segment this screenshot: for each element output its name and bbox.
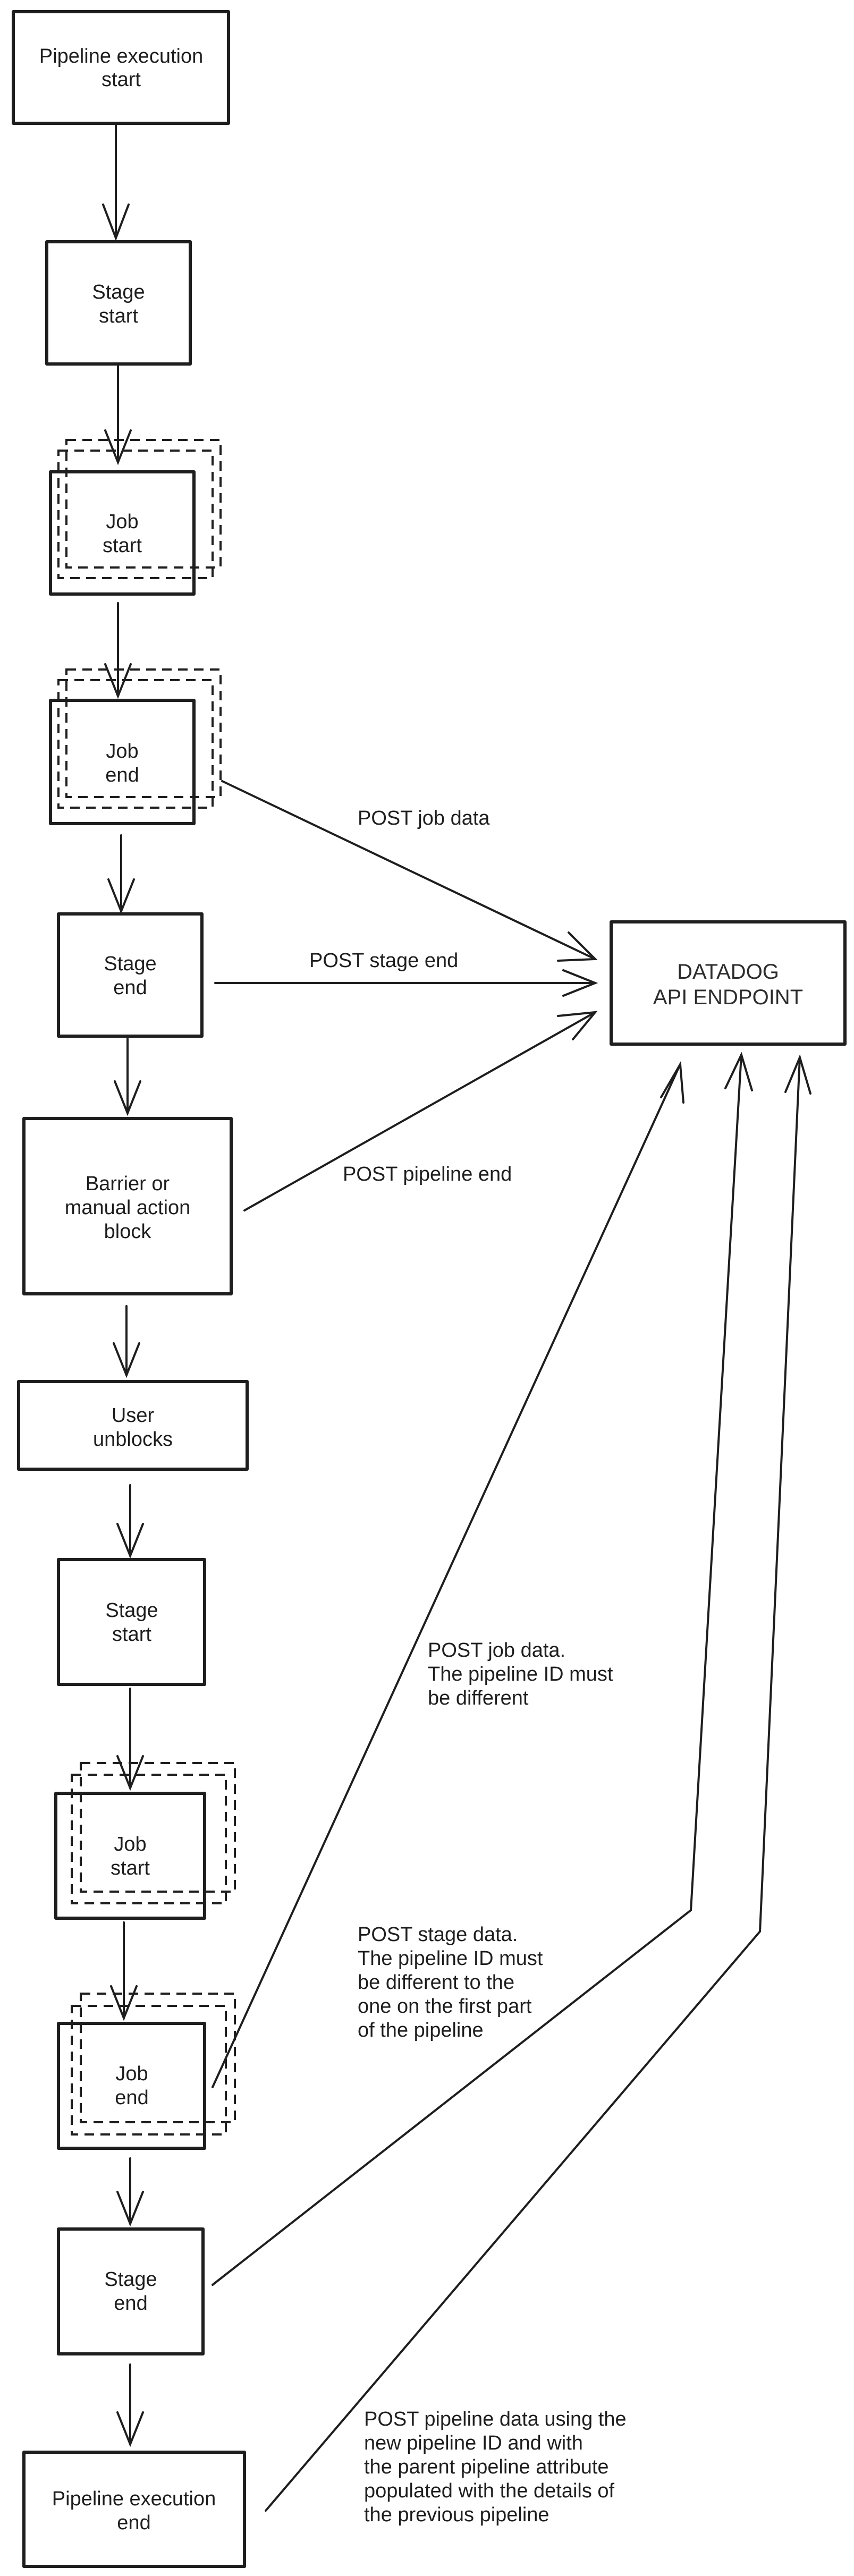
svg-text:Barrier or: Barrier or bbox=[86, 1173, 170, 1195]
node-pipeline-start: Pipeline execution start bbox=[12, 10, 230, 125]
svg-text:the parent pipeline attribute: the parent pipeline attribute bbox=[364, 2456, 609, 2478]
svg-text:The pipeline ID must: The pipeline ID must bbox=[358, 1947, 543, 1970]
svg-text:Stage: Stage bbox=[105, 1599, 158, 1622]
svg-text:end: end bbox=[117, 2512, 150, 2534]
svg-text:start: start bbox=[112, 1623, 151, 1646]
vertical-connectors bbox=[102, 123, 144, 2447]
svg-text:User: User bbox=[112, 1404, 155, 1427]
arrow-barrier-to-api bbox=[243, 1011, 596, 1211]
arrow-pipeline-end-to-api bbox=[265, 1056, 801, 2512]
svg-text:start: start bbox=[111, 1857, 150, 1879]
svg-text:of the pipeline: of the pipeline bbox=[358, 2019, 484, 2041]
svg-text:Job: Job bbox=[106, 740, 138, 762]
svg-text:end: end bbox=[115, 2087, 148, 2109]
svg-text:POST pipeline data using the: POST pipeline data using the bbox=[364, 2408, 627, 2430]
node-job-end-1: Job end bbox=[49, 668, 222, 825]
arrow-job-end-to-api bbox=[221, 780, 596, 960]
svg-text:the previous pipeline: the previous pipeline bbox=[364, 2504, 549, 2526]
node-stage-end-1: Stage end bbox=[57, 912, 204, 1038]
svg-text:populated with the details of: populated with the details of bbox=[364, 2480, 615, 2502]
svg-text:Stage: Stage bbox=[104, 953, 156, 975]
node-barrier: Barrier or manual action block bbox=[22, 1117, 233, 1295]
node-api-endpoint: DATADOG API ENDPOINT bbox=[610, 920, 847, 1046]
svg-text:Stage: Stage bbox=[92, 281, 145, 303]
svg-text:The pipeline ID must: The pipeline ID must bbox=[428, 1663, 613, 1685]
edge-label-post-job-data-2: POST job data. The pipeline ID must be d… bbox=[428, 1639, 613, 1709]
edge-label-post-stage-data-2: POST stage data. The pipeline ID must be… bbox=[358, 1923, 543, 2041]
svg-text:unblocks: unblocks bbox=[93, 1428, 173, 1451]
svg-text:Job: Job bbox=[114, 1833, 146, 1855]
edge-label-post-job-data: POST job data bbox=[358, 807, 490, 829]
svg-text:Job: Job bbox=[115, 2063, 148, 2085]
arrow-stage-end-2-to-api bbox=[212, 1054, 742, 2286]
svg-text:Pipeline execution: Pipeline execution bbox=[52, 2488, 216, 2510]
svg-text:new pipeline ID and with: new pipeline ID and with bbox=[364, 2432, 583, 2454]
svg-text:start: start bbox=[99, 305, 138, 327]
edge-label-post-pipeline-end: POST pipeline end bbox=[343, 1163, 512, 1185]
api-connectors bbox=[212, 780, 811, 2512]
node-stage-start-2: Stage start bbox=[57, 1558, 206, 1686]
svg-text:manual action: manual action bbox=[65, 1197, 191, 1219]
svg-text:be different: be different bbox=[428, 1687, 529, 1709]
svg-text:POST stage data.: POST stage data. bbox=[358, 1923, 518, 1946]
node-pipeline-start-line1: Pipeline execution bbox=[39, 45, 203, 67]
svg-text:API ENDPOINT: API ENDPOINT bbox=[653, 986, 803, 1009]
svg-text:POST job data.: POST job data. bbox=[428, 1639, 565, 1662]
arrow-job-end-2-to-api bbox=[212, 1063, 681, 2088]
node-job-start-1: Job start bbox=[49, 439, 222, 596]
svg-text:start: start bbox=[103, 535, 142, 557]
node-job-start-2: Job start bbox=[54, 1762, 236, 1920]
node-job-end-2: Job end bbox=[57, 1993, 236, 2150]
node-pipeline-end: Pipeline execution end bbox=[22, 2451, 246, 2568]
svg-text:end: end bbox=[113, 977, 147, 999]
svg-text:block: block bbox=[104, 1221, 152, 1243]
svg-text:end: end bbox=[114, 2292, 147, 2315]
node-pipeline-start-line2: start bbox=[102, 69, 141, 91]
svg-text:be different to the: be different to the bbox=[358, 1971, 514, 1994]
edge-label-post-pipeline-data-2: POST pipeline data using the new pipelin… bbox=[364, 2408, 627, 2526]
svg-text:one on the first part: one on the first part bbox=[358, 1995, 532, 2018]
edge-label-post-stage-end: POST stage end bbox=[309, 950, 458, 972]
svg-text:DATADOG: DATADOG bbox=[677, 960, 779, 984]
node-user-unblocks: User unblocks bbox=[17, 1380, 249, 1471]
svg-text:end: end bbox=[105, 764, 139, 786]
svg-text:Job: Job bbox=[106, 511, 138, 533]
node-stage-start-1: Stage start bbox=[45, 240, 192, 366]
node-stage-end-2: Stage end bbox=[57, 2227, 205, 2355]
svg-text:Stage: Stage bbox=[104, 2268, 157, 2291]
